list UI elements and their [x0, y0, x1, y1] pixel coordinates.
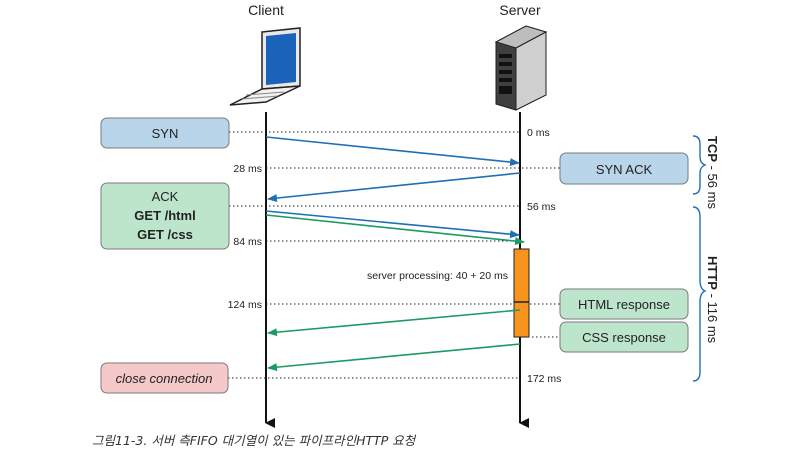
client-title: Client: [248, 2, 284, 18]
syn-arrow: [265, 136, 520, 167]
ack-label: ACK: [152, 189, 179, 204]
timing-guides: [228, 131, 560, 379]
html-response-arrow: [267, 309, 521, 337]
get-css-label: GET /css: [137, 227, 193, 242]
http-phase-duration: - 116 ms: [705, 290, 720, 344]
ack-arrow: [265, 210, 520, 239]
html-response-label: HTML response: [578, 297, 670, 312]
html-response-box: HTML response: [559, 288, 689, 320]
close-connection-label: close connection: [116, 371, 213, 386]
ack-get-box: ACK GET /html GET /css: [100, 182, 230, 250]
tcp-phase-label: TCP - 56 ms: [705, 136, 720, 209]
syn-ack-box: SYN ACK: [559, 152, 689, 185]
http-brace: [692, 206, 707, 382]
syn-ack-arrow: [267, 172, 521, 203]
http-phase-name: HTTP: [705, 256, 720, 290]
syn-ack-label: SYN ACK: [596, 162, 653, 177]
server-icon: [494, 25, 548, 111]
tcp-phase-name: TCP: [705, 136, 720, 162]
syn-box: SYN: [100, 117, 230, 149]
server-title: Server: [499, 2, 541, 18]
time-28ms: 28 ms: [233, 163, 262, 175]
close-connection-box: close connection: [100, 362, 229, 394]
css-response-label: CSS response: [582, 330, 666, 345]
get-html-label: GET /html: [134, 208, 195, 223]
get-requests-arrow: [265, 214, 525, 246]
laptop-icon: [229, 27, 301, 106]
server-processing-bar: [513, 248, 530, 338]
css-response-arrow: [267, 343, 521, 372]
time-0ms: 0 ms: [527, 127, 550, 139]
server-processing-note: server processing: 40 + 20 ms: [367, 270, 508, 282]
time-124ms: 124 ms: [228, 299, 262, 311]
figure-caption: 그림11-3. 서버 측FIFO 대기열이 있는 파이프라인HTTP 요청: [92, 433, 416, 448]
tcp-brace: [692, 135, 707, 195]
http-phase-label: HTTP - 116 ms: [705, 256, 720, 344]
tcp-phase-duration: - 56 ms: [705, 162, 720, 209]
css-response-box: CSS response: [559, 321, 689, 353]
time-172ms: 172 ms: [527, 373, 561, 385]
syn-label: SYN: [152, 126, 179, 141]
time-56ms: 56 ms: [527, 201, 556, 213]
time-84ms: 84 ms: [233, 236, 262, 248]
